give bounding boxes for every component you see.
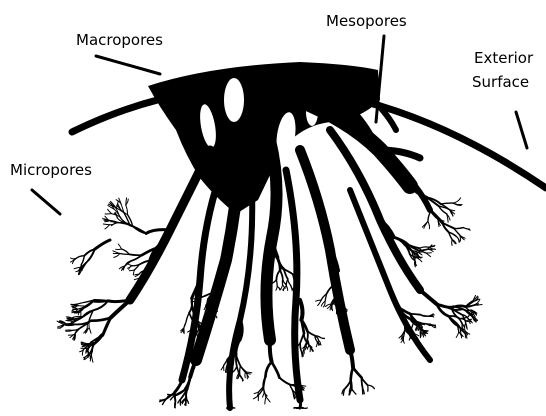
micropore-branch — [240, 375, 243, 381]
micropore-branch — [103, 224, 109, 225]
leader-macropores — [96, 56, 160, 74]
leader-exterior-surface — [516, 112, 527, 148]
micropore-branch — [191, 329, 192, 334]
micropore-branch — [120, 254, 129, 255]
micropore-branch — [318, 300, 322, 305]
micropore-branch — [116, 249, 122, 250]
micropore-branch — [430, 325, 436, 326]
micropore-branch — [426, 253, 431, 257]
micropore-branch — [429, 246, 435, 247]
micropore-branch — [78, 306, 85, 307]
micropore-branch — [277, 257, 284, 269]
micropore-branch — [175, 392, 176, 401]
micropore-branch — [276, 280, 277, 287]
micropore-branch — [441, 203, 453, 204]
micropore-branch — [265, 362, 271, 377]
micropore-branch — [186, 313, 189, 322]
micropore-branch — [129, 270, 134, 271]
micropore-branch — [118, 244, 121, 249]
micropore-branch — [128, 266, 132, 269]
micropore-branch — [193, 328, 194, 333]
label-exterior-surface-line1: Exterior — [474, 48, 533, 69]
micropore-branch — [247, 372, 252, 373]
micropore-branch — [180, 398, 181, 405]
micropore-branch — [288, 279, 291, 285]
micropore-branch — [81, 256, 84, 265]
micropore-branch — [456, 332, 459, 338]
micropore-branch — [448, 316, 456, 325]
micropore-branch — [253, 395, 258, 399]
micropore-branch — [228, 360, 229, 367]
micropore-branch — [453, 198, 461, 203]
micropore-branch — [129, 254, 142, 255]
micropore-branch — [334, 295, 335, 301]
micropore-branch — [73, 328, 81, 331]
micropore-branch — [95, 240, 110, 249]
micropore-branch — [420, 290, 437, 304]
micropore-branch — [428, 221, 430, 228]
micropore-branch — [240, 366, 245, 372]
micropore-branch — [108, 300, 130, 302]
micropore-branch — [126, 205, 128, 215]
micropore-branch — [108, 209, 112, 213]
micropore-branch — [272, 362, 280, 378]
micropore-branch — [105, 225, 110, 229]
micropore-branch — [71, 304, 77, 305]
micropore-branch — [286, 286, 287, 291]
micropore-branch — [109, 222, 117, 224]
micropore-branch — [263, 393, 265, 397]
micropore-branch — [351, 368, 353, 380]
micropore-branch — [304, 349, 305, 355]
micropore-branch — [133, 270, 134, 275]
micropore-branch — [281, 285, 283, 289]
micropore-branch — [368, 385, 375, 389]
micropore-branch — [453, 203, 462, 205]
micropore-branch — [300, 300, 303, 320]
micropore-branch — [280, 270, 283, 278]
micropore-branch — [70, 320, 76, 321]
label-mesopores: Mesopores — [326, 11, 407, 32]
micropore-branch — [454, 228, 464, 229]
micropore-branch — [89, 328, 91, 333]
leader-micropores — [32, 190, 60, 214]
micropore-branch — [76, 256, 84, 259]
micropore-branch — [265, 397, 266, 404]
micropore-branch — [91, 355, 93, 362]
micropore-branch — [266, 397, 270, 402]
micropore-branch — [93, 301, 108, 302]
micropore-branch — [428, 211, 431, 221]
micropore-branch — [240, 366, 241, 375]
micropore-branch — [175, 380, 182, 392]
label-macropores: Macropores — [76, 30, 163, 51]
micropore-branch — [304, 333, 307, 342]
micropore-branch — [276, 270, 280, 279]
label-exterior-surface-line2: Surface — [472, 72, 529, 93]
micropore-branch — [307, 331, 308, 339]
macropore-body — [148, 62, 380, 214]
micropore-branch — [419, 247, 428, 248]
micropore-branch — [276, 286, 277, 290]
micropore-branch — [270, 340, 272, 362]
micropore-branch — [279, 378, 290, 385]
micropore-branch — [71, 258, 77, 259]
micropore-branch — [187, 377, 190, 390]
micropore-branch — [350, 350, 353, 368]
micropore-branch — [209, 305, 210, 314]
label-micropores: Micropores — [10, 160, 92, 181]
micropore-branch — [130, 225, 146, 233]
micropore-branch — [239, 320, 241, 340]
micropore-branch — [77, 302, 85, 304]
micropore-branch — [353, 368, 361, 378]
micropore-branch — [277, 286, 280, 290]
micropore-branch — [184, 328, 185, 333]
micropore-branch — [291, 285, 292, 290]
micropore-branch — [114, 254, 120, 258]
